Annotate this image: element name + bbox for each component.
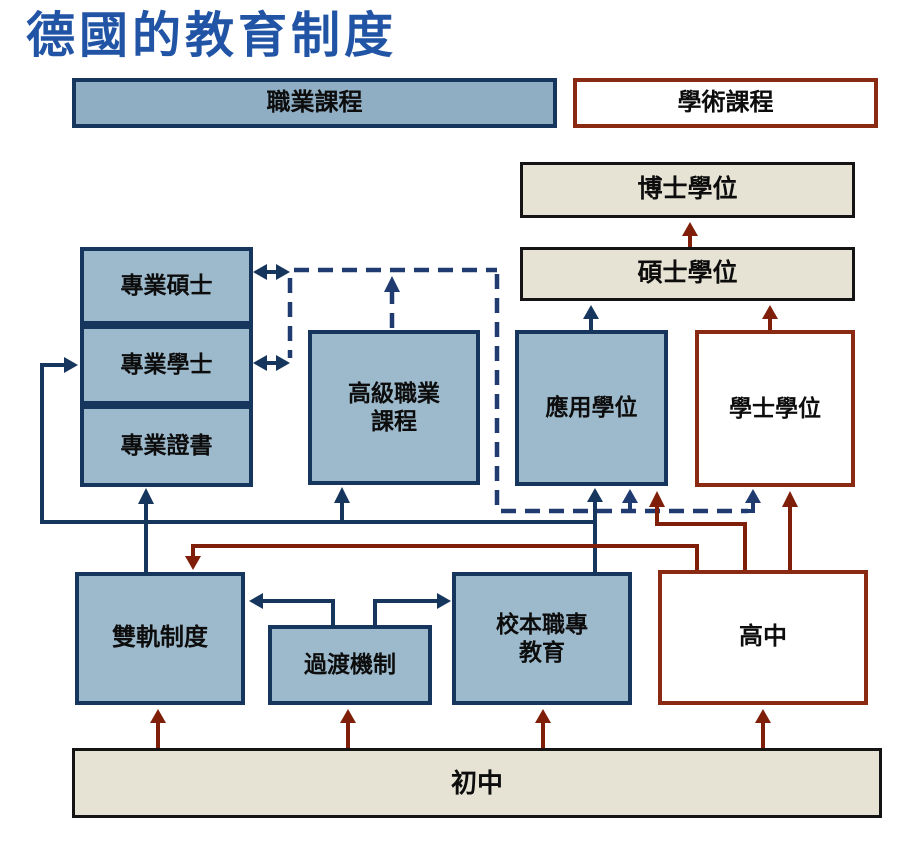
arrow-dashed-to-bachelor <box>745 489 761 513</box>
arrow-transition-to-school-voc <box>373 593 451 625</box>
arrow-advvoc-profbachelor-bidirectional <box>253 355 290 371</box>
arrow-bus-to-prof-bachelor <box>40 357 78 524</box>
arrow-dual-to-prof-cert <box>138 488 154 572</box>
arrow-junior-to-dual <box>150 709 166 748</box>
arrow-bus-to-adv-voc <box>334 487 350 522</box>
arrow-junior-to-transition <box>340 709 356 748</box>
node-professional-certificate: 專業證書 <box>80 405 253 487</box>
arrow-junior-to-highschool <box>755 709 771 748</box>
node-junior-high-school: 初中 <box>72 748 882 818</box>
arrow-masters-to-doctoral <box>682 222 698 247</box>
arrow-highschool-to-bachelor <box>782 491 798 570</box>
arrow-advvoc-to-dashed-bus <box>384 276 400 292</box>
node-advanced-vocational-courses: 高級職業 課程 <box>308 330 480 485</box>
node-masters-degree: 碩士學位 <box>520 247 855 301</box>
arrow-school-voc-to-applied <box>587 488 603 572</box>
header-academic-track: 學術課程 <box>573 78 878 128</box>
node-school-based-vocational-education: 校本職專 教育 <box>452 572 632 705</box>
arrow-bachelor-to-masters <box>762 305 778 330</box>
node-transition-mechanism: 過渡機制 <box>268 625 432 705</box>
node-professional-bachelor: 專業學士 <box>80 325 253 405</box>
page-title: 德國的教育制度 <box>26 6 398 64</box>
node-bachelor-degree: 學士學位 <box>695 330 855 487</box>
arrow-highschool-to-dual <box>185 544 699 570</box>
arrow-junior-to-school-voc <box>535 709 551 748</box>
node-high-school: 高中 <box>658 570 868 705</box>
node-professional-master: 專業碩士 <box>80 247 253 325</box>
node-applied-degree: 應用學位 <box>515 330 668 486</box>
arrow-transition-to-dual <box>249 593 335 625</box>
arrow-dashed-to-applied <box>622 489 638 511</box>
node-dual-track-system: 雙軌制度 <box>75 572 245 705</box>
header-vocational-track: 職業課程 <box>72 78 557 128</box>
arrow-applied-to-masters <box>583 305 599 330</box>
arrow-highschool-to-applied <box>649 491 747 570</box>
node-doctoral-degree: 博士學位 <box>520 162 855 218</box>
arrow-advvoc-profmaster-bidirectional <box>253 264 290 280</box>
